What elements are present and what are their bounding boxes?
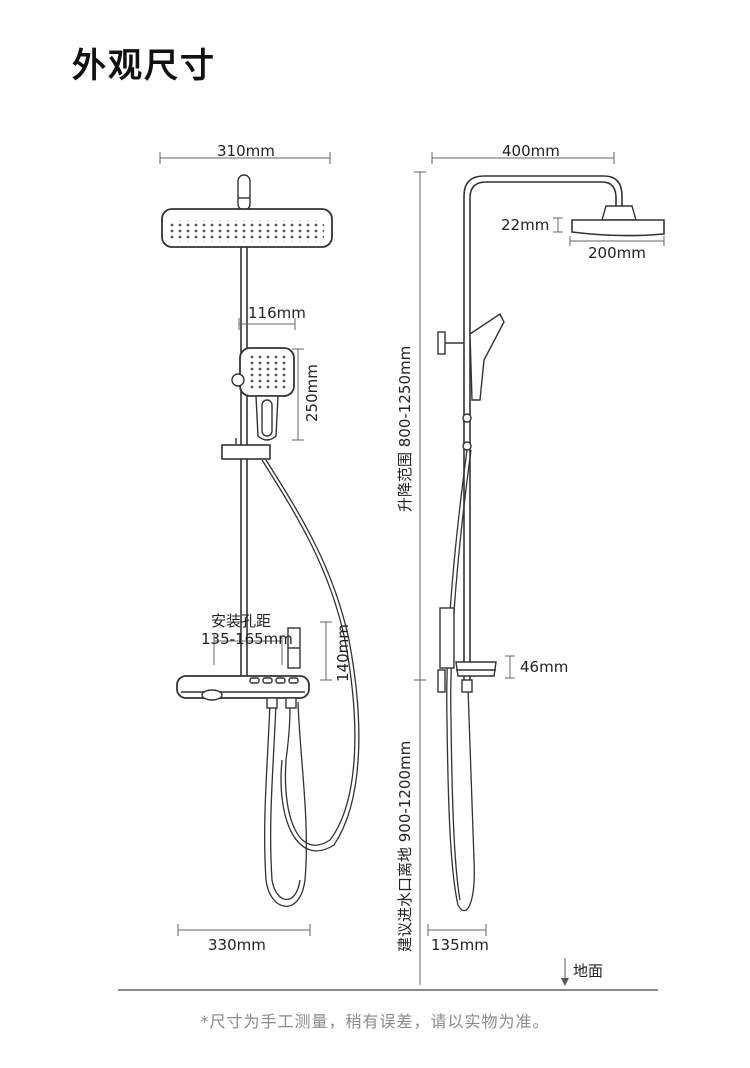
- front-bottom-width-label: 330mm: [208, 936, 266, 954]
- lift-range-label: 升降范围 800-1250mm: [396, 345, 414, 512]
- handheld-height-label: 250mm: [303, 364, 321, 422]
- front-top-width-label: 310mm: [217, 142, 275, 160]
- footnote: *尺寸为手工测量，稍有误差，请以实物为准。: [200, 1012, 550, 1031]
- mount-range-label: 135-165mm: [201, 630, 293, 648]
- side-view: [414, 152, 665, 986]
- tray-height-label: 46mm: [520, 658, 569, 676]
- mount-label: 安装孔距: [211, 612, 272, 630]
- head-diameter-label: 200mm: [588, 244, 646, 262]
- front-view: [159, 152, 360, 936]
- wall-offset-label: 135mm: [431, 936, 489, 954]
- page-title: 外观尺寸: [72, 46, 216, 86]
- tray-offset-label: 140mm: [334, 624, 352, 682]
- ground-label: 地面: [573, 962, 604, 980]
- arm-length-label: 400mm: [502, 142, 560, 160]
- head-thickness-label: 22mm: [501, 216, 550, 234]
- inlet-height-label: 建议进水口离地 900-1200mm: [396, 740, 414, 952]
- handheld-width-label: 116mm: [248, 304, 306, 322]
